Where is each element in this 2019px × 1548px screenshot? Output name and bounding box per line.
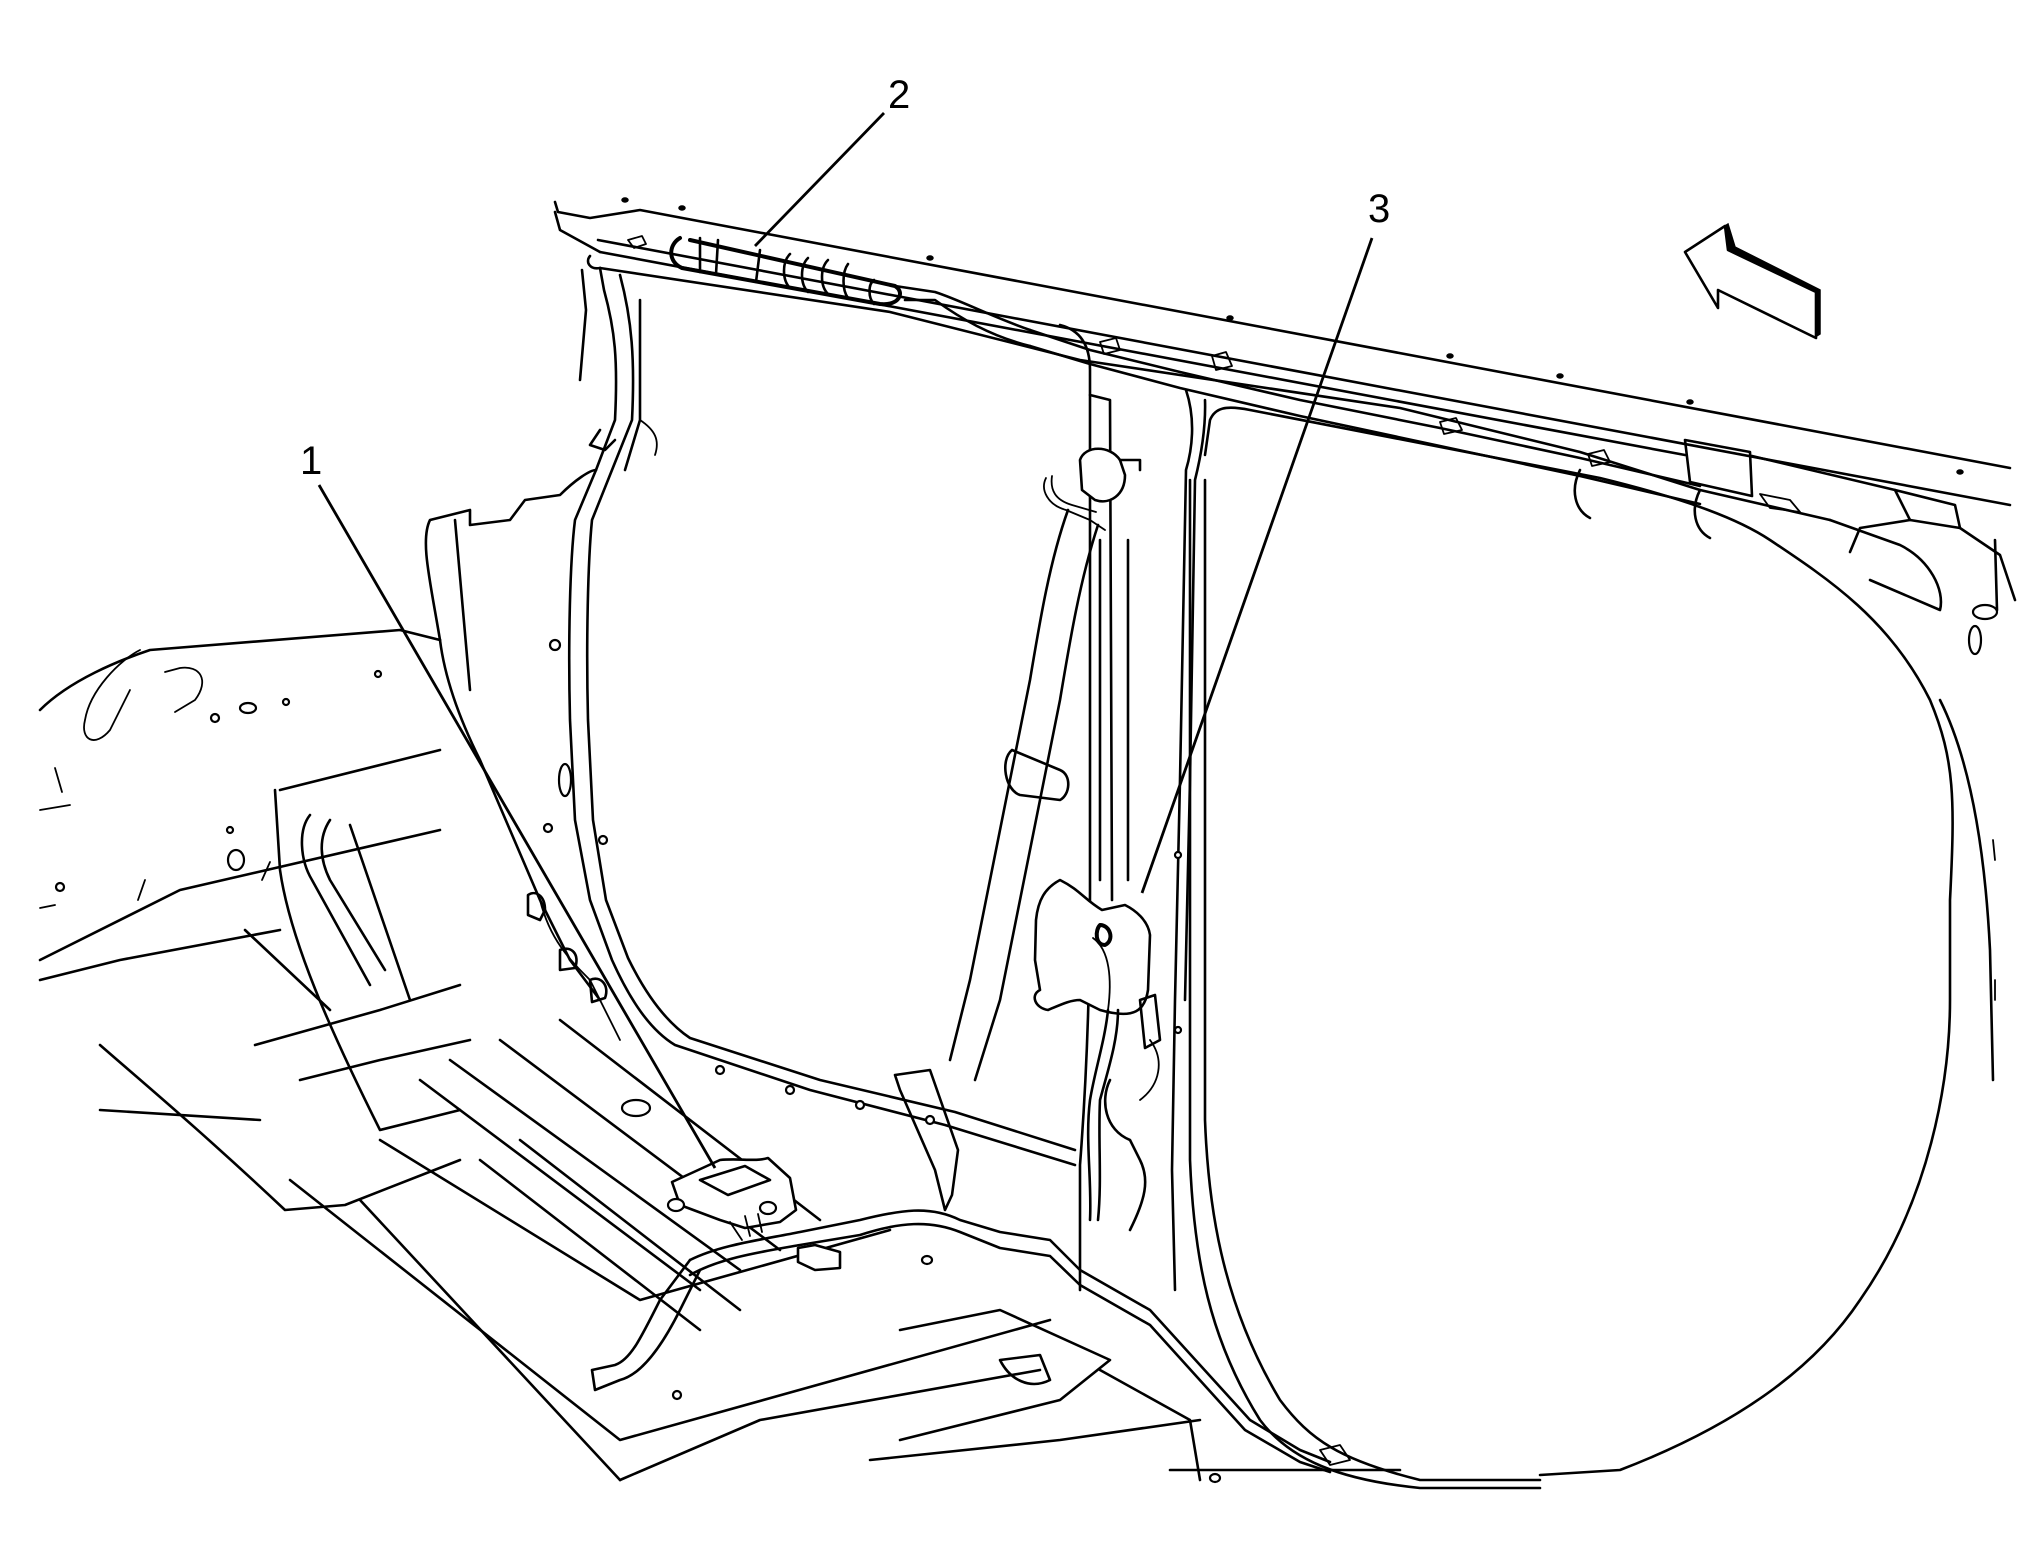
- left-quarter-trim: [424, 428, 621, 1041]
- rear-door-opening: [1188, 406, 1999, 1490]
- callout-2: 2: [888, 73, 910, 117]
- roof-rail: [553, 197, 2012, 522]
- front-direction-arrow-icon: [1683, 222, 1821, 340]
- callout-leaders: [317, 112, 1374, 1169]
- callout-1: 1: [300, 439, 322, 483]
- floor-pan: [38, 628, 1402, 1484]
- roof-rail-bracket: [1683, 438, 2017, 656]
- callout-3: 3: [1368, 187, 1390, 231]
- callout-labels: 1 2 3: [300, 73, 1390, 483]
- front-door-opening: [542, 266, 1077, 1167]
- seat-belt-retractor: [893, 447, 1162, 1232]
- airbag-module: [590, 1156, 1351, 1474]
